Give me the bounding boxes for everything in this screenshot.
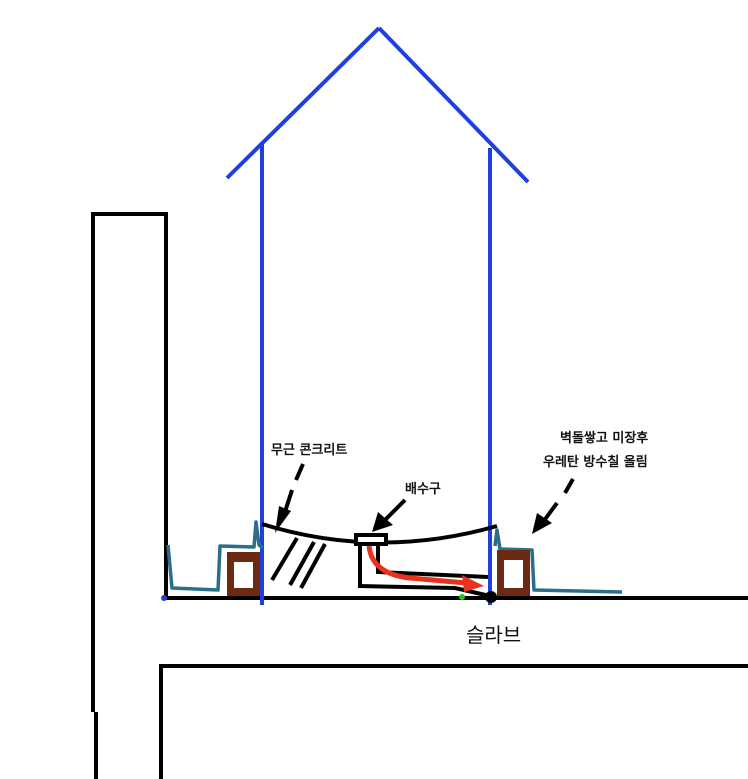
label-unreinforced-concrete: 무근 콘크리트 [271,442,347,458]
label-waterproofing-line1: 벽돌쌓고 미장후 [560,430,648,446]
drain-pipe-inner [376,544,489,579]
water-flow-arrowhead [462,575,484,592]
drain-pipe [358,544,491,598]
pointer-arrow-concrete [275,463,305,533]
brick-right [497,550,530,596]
waterproofing-line [166,520,623,594]
concrete-hatching [270,536,327,589]
drain-outlet-dot [485,591,497,603]
pointer-arrow-drain [372,498,407,532]
lower-slab [159,664,748,779]
left-wall [91,212,168,779]
slab-end-dot [161,595,167,601]
label-waterproofing-line2: 우레탄 방수칠 올림 [543,454,648,470]
label-drain: 배수구 [405,481,441,497]
drain-cover [354,533,388,546]
brick-left [227,552,260,596]
water-flow-line [366,545,467,586]
label-slab: 슬라브 [466,623,521,647]
green-dot [459,594,465,600]
pointer-arrow-waterproofing [532,478,575,534]
